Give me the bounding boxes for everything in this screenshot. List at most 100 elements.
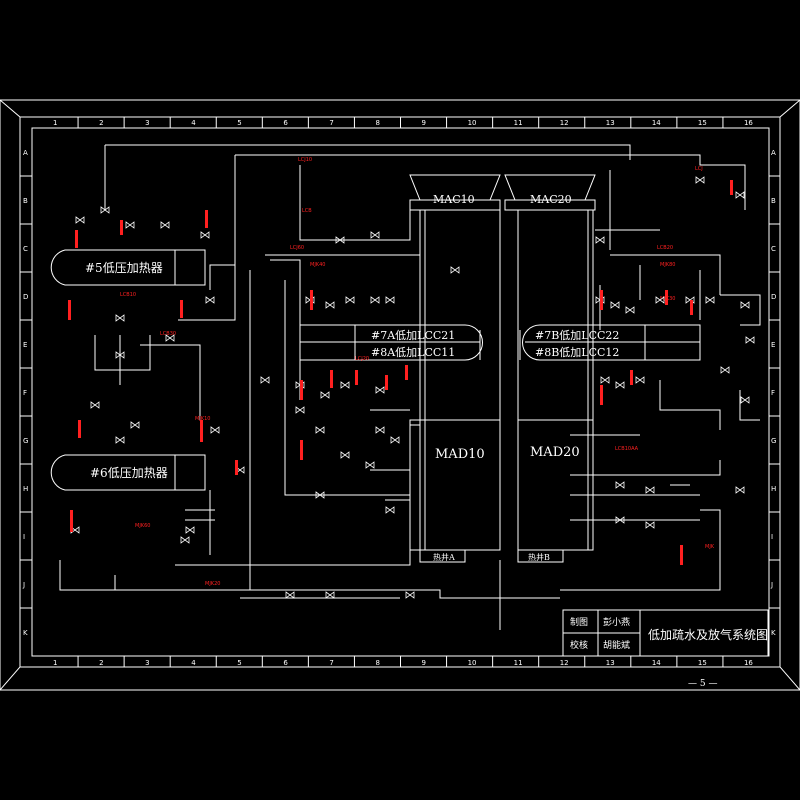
row-label-K: K [23,629,28,637]
row-label-B: B [771,197,776,205]
page-number: — 5 — [688,679,717,689]
hotwell-b-label: 热井B [528,552,550,562]
column-label-14: 14 [652,119,661,127]
heater-6-label: #6低压加热器 [90,466,168,480]
tag-lcj20: LCJ20 [355,356,369,362]
heater-8a-label: #8A低加LCC11 [371,346,455,359]
column-label-13: 13 [606,659,615,667]
column-label-1: 1 [53,119,57,127]
column-label-7: 7 [329,119,333,127]
row-label-E: E [771,341,775,349]
row-label-H: H [23,485,28,493]
tag-mjk40: MJK40 [310,262,325,268]
tag-mjk20: MJK20 [205,581,220,587]
tag-lcb30: LCB30 [160,331,176,337]
column-label-2: 2 [99,659,103,667]
column-label-11: 11 [514,119,523,127]
row-label-G: G [23,437,28,445]
tag-lcb: LCB [302,208,312,214]
row-label-I: I [23,533,25,541]
line-tags: LCJ10 MJK40 LCJ60 LCB20 MJK80 LCJ20 MJK2… [120,157,715,587]
row-label-K: K [771,629,776,637]
row-label-A: A [23,149,28,157]
column-label-6: 6 [283,659,288,667]
heater-8b-label: #8B低加LCC12 [535,346,619,359]
column-label-4: 4 [191,659,196,667]
column-label-16: 16 [744,659,753,667]
row-label-A: A [771,149,776,157]
heater-5-vessel[interactable] [50,249,206,286]
row-label-D: D [771,293,776,301]
column-label-5: 5 [237,119,241,127]
row-label-B: B [23,197,28,205]
drawn-name: 彭小燕 [603,616,630,628]
row-label-F: F [23,389,27,397]
column-label-8: 8 [375,119,379,127]
column-label-2: 2 [99,119,103,127]
mac20-label: MAC20 [530,193,572,206]
column-label-14: 14 [652,659,661,667]
valve-symbols [70,176,755,599]
column-label-4: 4 [191,119,196,127]
column-label-1: 1 [53,659,57,667]
row-label-G: G [771,437,776,445]
column-label-3: 3 [145,119,149,127]
column-label-15: 15 [698,659,707,667]
hotwell-a-label: 热井A [433,552,455,562]
drawn-label: 制图 [570,616,588,628]
row-label-J: J [770,581,773,589]
column-label-8: 8 [375,659,379,667]
heater-7a-8a-vessel[interactable] [299,324,483,361]
row-label-F: F [771,389,775,397]
column-label-5: 5 [237,659,241,667]
column-label-3: 3 [145,659,149,667]
drawing-title: 低加疏水及放气系统图 [648,627,768,642]
column-label-7: 7 [329,659,333,667]
red-instrument-marks [68,180,733,565]
column-label-15: 15 [698,119,707,127]
tag-mjk60: MJK60 [135,523,150,529]
column-label-12: 12 [560,659,569,667]
row-label-E: E [23,341,27,349]
tag-lcj10: LCJ10 [298,157,312,163]
tag-lcj60: LCJ60 [290,245,304,251]
tag-lcb20: LCB20 [657,245,673,251]
heater-7b-8b-vessel[interactable] [522,324,701,361]
title-block: 制图 彭小燕 校核 胡能斌 低加疏水及放气系统图 [562,609,769,657]
column-label-12: 12 [560,119,569,127]
tag-mjk10: MJK10 [195,416,210,422]
heater-7a-label: #7A低加LCC21 [371,329,455,342]
column-label-10: 10 [468,659,477,667]
piping-network [59,144,761,630]
column-label-6: 6 [283,119,288,127]
checked-label: 校核 [570,639,588,651]
heater-6-vessel[interactable] [50,454,206,491]
column-label-13: 13 [606,119,615,127]
tag-lcb10: LCB10 [120,292,136,298]
heater-5-label: #5低压加热器 [85,261,163,275]
row-label-C: C [771,245,776,253]
column-label-10: 10 [468,119,477,127]
tag-mjk80: MJK80 [660,262,675,268]
tag-mjk: MJK [705,544,715,550]
drawing-frame [0,99,800,691]
mad10-label: MAD10 [435,447,485,462]
heater-7b-label: #7B低加LCC22 [535,329,619,342]
mac10-label: MAC10 [433,193,475,206]
row-label-I: I [771,533,773,541]
tag-lcb10aa: LCB10AA [615,446,639,452]
column-label-11: 11 [514,659,523,667]
checked-name: 胡能斌 [603,639,630,651]
column-label-16: 16 [744,119,753,127]
tag-lcj: LCJ [695,166,703,172]
mad20-label: MAD20 [530,445,580,460]
column-label-9: 9 [422,659,426,667]
column-label-9: 9 [422,119,426,127]
row-label-J: J [22,581,25,589]
row-label-D: D [23,293,28,301]
